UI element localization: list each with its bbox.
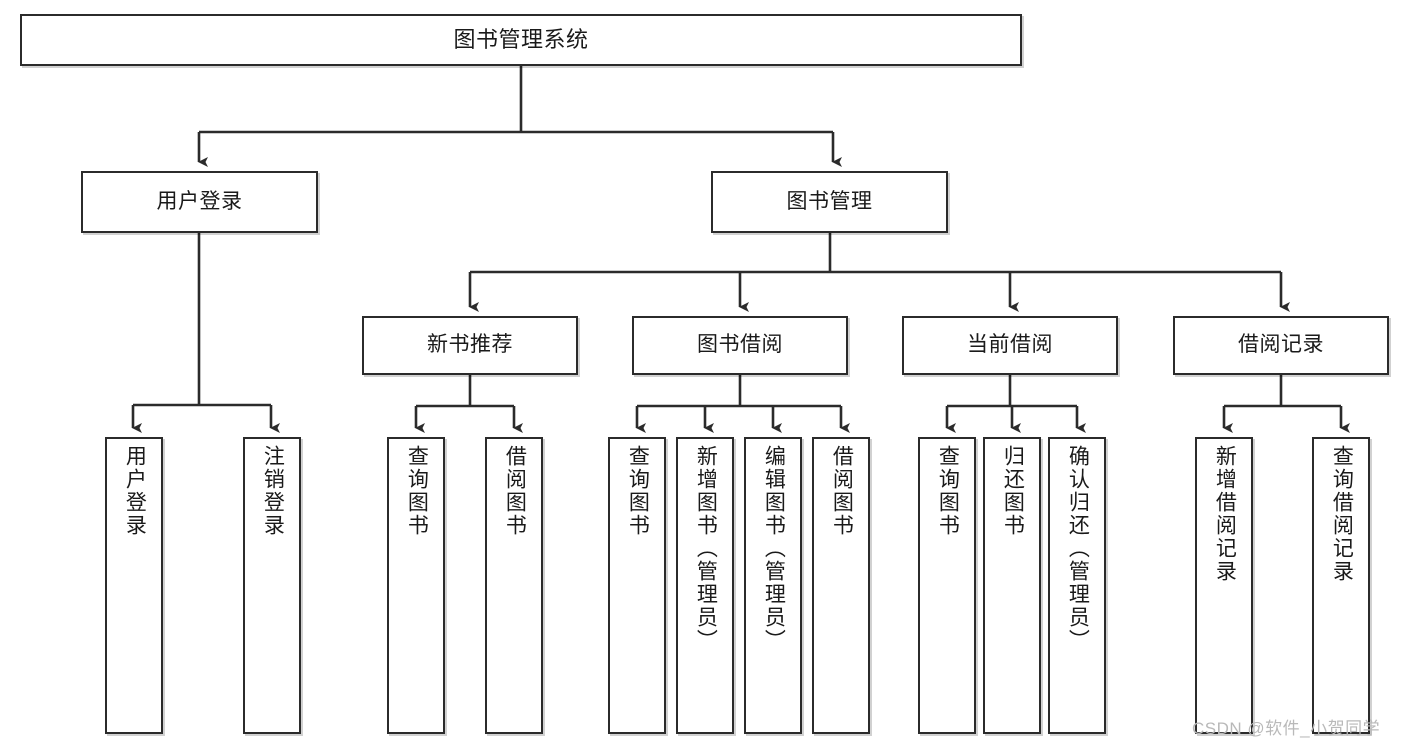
node-leaf-borrow-book-2-label: 借阅图书 — [830, 445, 854, 537]
node-root-label: 图书管理系统 — [453, 27, 589, 53]
node-leaf-return-book[interactable]: 归还图书 — [983, 437, 1041, 734]
node-leaf-add-record[interactable]: 新增借阅记录 — [1195, 437, 1253, 734]
node-leaf-query-book-1-label: 查询图书 — [405, 445, 429, 537]
node-leaf-user-login[interactable]: 用户登录 — [105, 437, 163, 734]
node-leaf-query-book-1[interactable]: 查询图书 — [387, 437, 445, 734]
node-leaf-logout-label: 注销登录 — [261, 445, 285, 537]
node-leaf-query-book-2[interactable]: 查询图书 — [608, 437, 666, 734]
node-leaf-user-login-label: 用户登录 — [123, 445, 147, 537]
node-leaf-edit-book-label: 编辑图书（管理员） — [762, 445, 786, 652]
node-current-borrow[interactable]: 当前借阅 — [902, 316, 1118, 375]
node-leaf-confirm-return[interactable]: 确认归还（管理员） — [1048, 437, 1106, 734]
node-leaf-borrow-book-2[interactable]: 借阅图书 — [812, 437, 870, 734]
node-book-management[interactable]: 图书管理 — [711, 171, 948, 233]
node-leaf-add-record-label: 新增借阅记录 — [1213, 445, 1237, 583]
node-book-management-label: 图书管理 — [786, 189, 873, 213]
node-borrow-record-label: 借阅记录 — [1238, 333, 1324, 357]
node-book-borrow-label: 图书借阅 — [697, 333, 783, 357]
node-user-login-label: 用户登录 — [156, 189, 243, 213]
node-leaf-query-book-3-label: 查询图书 — [936, 445, 960, 537]
node-leaf-borrow-book-1-label: 借阅图书 — [503, 445, 527, 537]
node-leaf-confirm-return-label: 确认归还（管理员） — [1066, 445, 1090, 652]
node-user-login[interactable]: 用户登录 — [81, 171, 318, 233]
node-leaf-query-book-3[interactable]: 查询图书 — [918, 437, 976, 734]
node-book-borrow[interactable]: 图书借阅 — [632, 316, 848, 375]
node-leaf-return-book-label: 归还图书 — [1001, 445, 1025, 537]
node-leaf-logout[interactable]: 注销登录 — [243, 437, 301, 734]
node-leaf-query-record[interactable]: 查询借阅记录 — [1312, 437, 1370, 734]
node-current-borrow-label: 当前借阅 — [967, 333, 1053, 357]
node-leaf-add-book[interactable]: 新增图书（管理员） — [676, 437, 734, 734]
node-new-book-recommend[interactable]: 新书推荐 — [362, 316, 578, 375]
node-leaf-borrow-book-1[interactable]: 借阅图书 — [485, 437, 543, 734]
node-root[interactable]: 图书管理系统 — [20, 14, 1022, 66]
node-borrow-record[interactable]: 借阅记录 — [1173, 316, 1389, 375]
node-leaf-query-record-label: 查询借阅记录 — [1330, 445, 1354, 583]
node-leaf-query-book-2-label: 查询图书 — [626, 445, 650, 537]
node-new-book-recommend-label: 新书推荐 — [427, 333, 513, 357]
node-leaf-add-book-label: 新增图书（管理员） — [694, 445, 718, 652]
node-leaf-edit-book[interactable]: 编辑图书（管理员） — [744, 437, 802, 734]
